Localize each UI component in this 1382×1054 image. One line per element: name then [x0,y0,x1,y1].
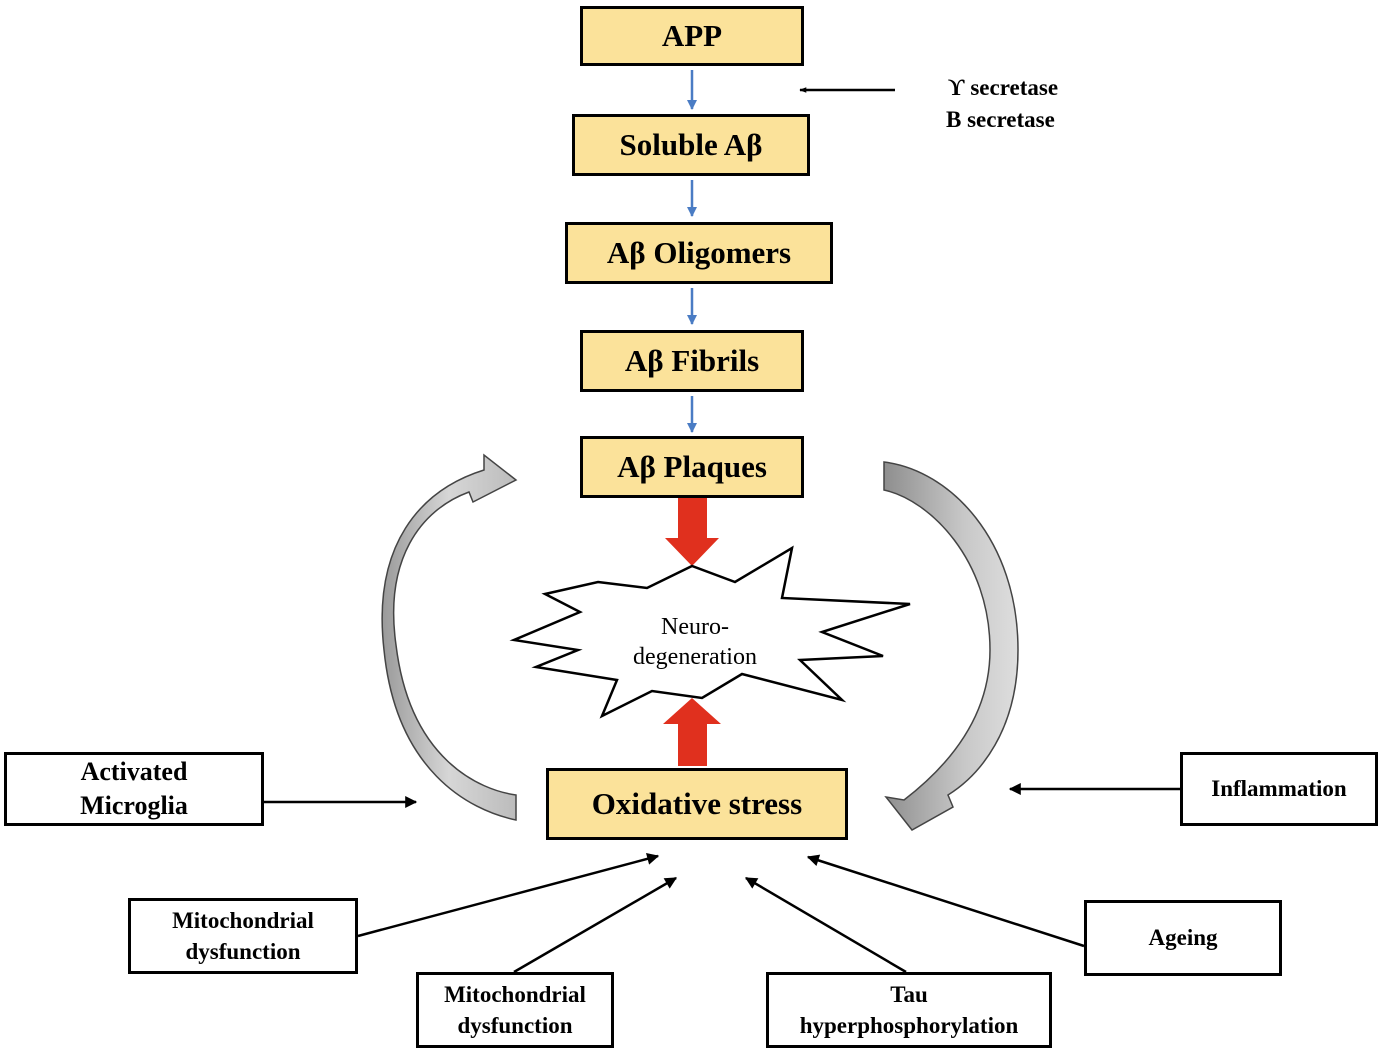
beta-secretase-label: B secretase [946,107,1055,132]
mitochondrial-dysfunction-box-middle: Mitochondrial dysfunction [416,972,614,1048]
gamma-secretase-label: ϒ secretase [948,75,1059,100]
mitochondrial-dysfunction-box-left: Mitochondrial dysfunction [128,898,358,974]
neuro-line-2: degeneration [633,644,757,670]
abeta-plaques-box: Aβ Plaques [580,436,804,498]
activated-microglia-box: Activated Microglia [4,752,264,826]
ageing-label: Ageing [1148,925,1218,951]
microglia-line-1: Activated [80,757,188,787]
inflammation-label: Inflammation [1211,776,1347,802]
tau-line-2: hyperphosphorylation [799,1013,1019,1038]
mito-left-line-2: dysfunction [185,939,301,964]
abeta-plaques-label: Aβ Plaques [617,449,767,484]
abeta-fibrils-box: Aβ Fibrils [580,330,804,392]
abeta-oligomers-box: Aβ Oligomers [565,222,833,284]
mito-left-line-1: Mitochondrial [172,907,314,933]
neurodegeneration-text: Neuro- degeneration [630,612,760,672]
app-box: APP [580,6,804,66]
oxidative-stress-box: Oxidative stress [546,768,848,840]
mito-mid-line-2: dysfunction [457,1013,573,1038]
arrow-tau [744,876,907,974]
tau-hyperphosphorylation-box: Tau hyperphosphorylation [766,972,1052,1048]
neurodegeneration-burst [509,545,911,719]
app-label: APP [661,18,723,53]
mito-mid-line-1: Mitochondrial [444,981,586,1007]
tau-line-1: Tau [890,981,928,1007]
curved-arrow-right [883,461,1019,831]
abeta-oligomers-label: Aβ Oligomers [606,235,792,270]
abeta-fibrils-label: Aβ Fibrils [624,343,760,378]
ageing-box: Ageing [1084,900,1282,976]
oxidative-stress-label: Oxidative stress [591,786,803,821]
arrow-mito-mid [513,876,678,974]
arrow-mito-left [357,852,660,938]
red-arrow-up [663,698,721,766]
red-arrow-down [665,498,719,566]
curved-arrow-left [381,453,518,821]
microglia-line-2: Microglia [80,791,188,820]
soluble-abeta-box: Soluble Aβ [572,114,810,176]
neuro-line-1: Neuro- [661,614,729,640]
arrow-ageing [806,854,1085,948]
soluble-abeta-label: Soluble Aβ [619,127,763,162]
inflammation-box: Inflammation [1180,752,1378,826]
